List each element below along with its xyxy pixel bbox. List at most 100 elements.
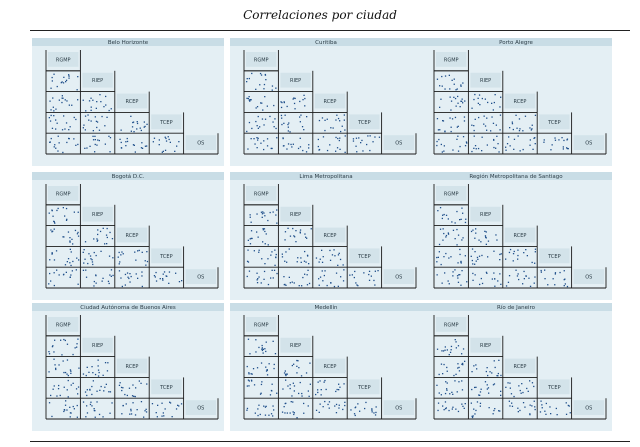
- diagonal-cell: [504, 358, 536, 374]
- scatter-point: [456, 138, 458, 140]
- scatter-point: [284, 260, 286, 262]
- diagonal-cell: [116, 93, 148, 109]
- variable-label: OS: [395, 406, 402, 412]
- scatter-point: [256, 231, 258, 233]
- scatter-point: [462, 136, 465, 138]
- scatter-point: [460, 262, 462, 264]
- scatter-point: [291, 281, 293, 283]
- variable-label: RIEP: [480, 343, 491, 349]
- scatter-point: [461, 353, 463, 355]
- scatter-point: [527, 390, 529, 392]
- scatter-point: [66, 100, 68, 102]
- scatter-point: [334, 405, 336, 407]
- scatter-point: [326, 284, 328, 287]
- scatter-point: [568, 405, 570, 407]
- scatter-point: [70, 251, 72, 253]
- diagonal-cell: [185, 400, 216, 415]
- scatter-point: [96, 121, 99, 123]
- scatter-point: [83, 249, 85, 251]
- scatter-point: [357, 285, 359, 287]
- scatter-point: [126, 137, 128, 140]
- scatter-point: [260, 102, 262, 104]
- scatter-point: [351, 274, 353, 276]
- scatter-point: [495, 124, 497, 126]
- scatter-point: [321, 261, 324, 263]
- scatter-point: [299, 232, 301, 234]
- scatter-point: [139, 127, 141, 129]
- scatter-point: [48, 402, 51, 404]
- scatter-point: [486, 144, 488, 146]
- scatter-point: [318, 284, 320, 286]
- scatter-point: [251, 127, 253, 130]
- scatter-point: [257, 115, 259, 118]
- scatter-point: [500, 394, 502, 396]
- scatter-point: [65, 219, 68, 221]
- scatter-point: [456, 244, 458, 246]
- scatter-point: [93, 280, 95, 283]
- scatter-point: [512, 128, 514, 131]
- variable-label: OS: [585, 275, 592, 281]
- scatter-point: [88, 371, 90, 373]
- scatter-point: [500, 253, 502, 255]
- scatter-point: [459, 274, 461, 276]
- scatter-point: [497, 372, 499, 375]
- scatter-point: [66, 218, 68, 220]
- scatter-point: [86, 389, 88, 391]
- scatter-point: [286, 261, 288, 263]
- diagonal-cell: [151, 379, 182, 395]
- scatter-point: [266, 374, 269, 376]
- scatter-point: [272, 415, 274, 417]
- scatter-point: [454, 222, 456, 224]
- scatter-point: [92, 380, 94, 382]
- scatter-point: [436, 118, 439, 120]
- scatter-point: [325, 388, 327, 391]
- scatter-point: [464, 255, 466, 257]
- variable-label: RGMP: [444, 57, 459, 63]
- scatter-point: [544, 269, 546, 271]
- scatter-point: [155, 271, 157, 274]
- scatter-point: [99, 389, 101, 391]
- scatter-point: [136, 409, 138, 411]
- scatter-point: [146, 383, 148, 385]
- scatter-point: [505, 258, 507, 260]
- scatter-point: [272, 405, 274, 407]
- scatter-point: [315, 257, 318, 259]
- scatter-point: [315, 409, 318, 411]
- scatter-point: [471, 107, 473, 109]
- scatter-point: [440, 363, 443, 365]
- scatter-point: [473, 147, 475, 149]
- scatter-point: [319, 258, 321, 260]
- scatter-point: [76, 89, 78, 91]
- scatter-point: [288, 248, 290, 250]
- scatter-point: [121, 251, 123, 253]
- scatter-point: [349, 274, 351, 276]
- scatter-point: [94, 373, 97, 376]
- scatter-point: [533, 400, 535, 402]
- scatter-point: [475, 228, 477, 230]
- scatter-point: [340, 130, 342, 133]
- scatter-point: [48, 353, 51, 355]
- scatter-point: [75, 269, 77, 271]
- scatter-point: [301, 126, 304, 128]
- scatter-point: [85, 374, 87, 377]
- scatter-point: [130, 408, 132, 410]
- scatter-point: [254, 412, 256, 414]
- scatter-point: [497, 280, 499, 282]
- scatter-point: [368, 273, 370, 276]
- scatter-point: [296, 261, 298, 263]
- scatter-point: [105, 383, 107, 385]
- scatter-point: [517, 254, 519, 257]
- scatter-point: [457, 281, 460, 283]
- scatter-point: [488, 407, 490, 409]
- scatter-point: [49, 120, 52, 122]
- scatter-point: [132, 402, 134, 404]
- scatter-point: [499, 114, 502, 116]
- scatter-point: [293, 363, 295, 365]
- scatter-point: [463, 120, 466, 122]
- scatter-point: [255, 107, 257, 109]
- scatter-point: [111, 402, 113, 404]
- scatter-point: [445, 252, 447, 255]
- scatter-point: [256, 279, 258, 281]
- scatter-point: [492, 109, 494, 111]
- scatter-point: [450, 130, 452, 133]
